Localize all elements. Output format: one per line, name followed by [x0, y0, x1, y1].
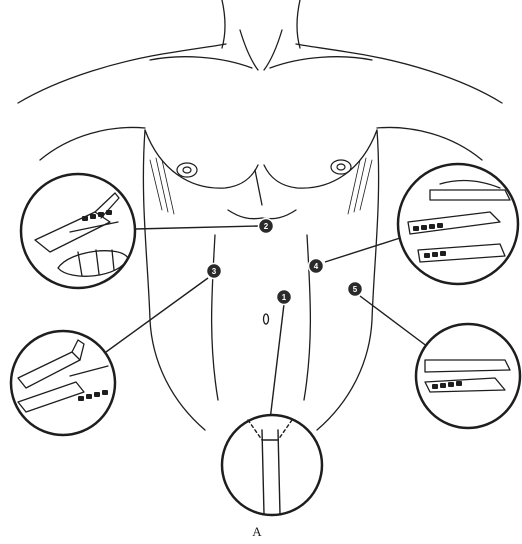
- left-clavicle: [150, 57, 252, 68]
- neck-left-line: [222, 0, 225, 48]
- costal-margin: [228, 210, 296, 219]
- leader-port-4: [325, 238, 400, 262]
- left-arm-upper: [40, 127, 145, 160]
- leader-port-3: [106, 278, 208, 352]
- inset-port-1: [222, 415, 322, 515]
- svg-text:2: 2: [264, 222, 269, 231]
- port-5: 5: [348, 282, 363, 297]
- figure-label: A: [252, 524, 262, 539]
- xiphoid-line: [255, 170, 262, 205]
- svg-text:4: 4: [314, 262, 319, 271]
- right-flank: [317, 130, 379, 430]
- right-rectus: [304, 235, 310, 400]
- left-flank: [143, 130, 205, 430]
- port-1: 1: [277, 290, 292, 305]
- left-pectoral: [145, 130, 258, 188]
- leader-port-5: [360, 296, 432, 350]
- leader-port-2: [135, 226, 259, 229]
- right-clavicle: [270, 57, 372, 68]
- right-arm-upper: [377, 127, 482, 160]
- port-markers: 1 2 3 4 5: [207, 219, 363, 305]
- right-shoulder-line: [296, 44, 502, 103]
- leader-port-1: [270, 304, 284, 420]
- right-serratus-hatch: [348, 158, 372, 214]
- leader-lines: [106, 226, 432, 420]
- nipples: [177, 160, 351, 177]
- svg-text:5: 5: [353, 285, 358, 294]
- inset-port-2: [21, 174, 135, 288]
- inset-port-5: [416, 324, 520, 428]
- inset-port-4: [398, 164, 518, 284]
- port-4: 4: [309, 259, 324, 274]
- umbilicus: [264, 314, 269, 324]
- right-pectoral: [264, 130, 377, 188]
- inset-port-3: [11, 331, 115, 435]
- svg-text:3: 3: [212, 267, 217, 276]
- left-serratus-hatch: [150, 158, 174, 214]
- port-2: 2: [259, 219, 274, 234]
- left-rectus: [212, 235, 218, 400]
- svg-text:1: 1: [282, 293, 287, 302]
- right-sternocleido: [264, 30, 282, 70]
- left-shoulder-line: [18, 44, 226, 103]
- neck-right-line: [297, 0, 300, 48]
- port-3: 3: [207, 264, 222, 279]
- left-sternocleido: [240, 30, 258, 70]
